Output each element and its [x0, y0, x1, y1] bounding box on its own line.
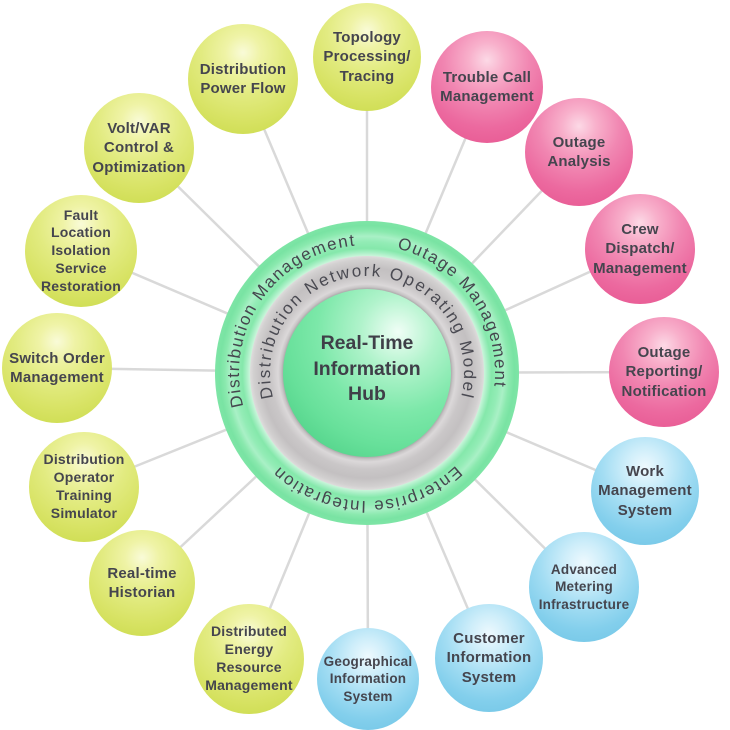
- bubble-label: Distribution Power Flow: [199, 60, 287, 97]
- bubble-topology-processing-tracing: Topology Processing/ Tracing: [313, 3, 421, 111]
- bubble-label: Distributed Energy Resource Management: [205, 623, 293, 693]
- bubble-label: Outage Analysis: [547, 133, 611, 170]
- bubble-label: Real-time Historian: [107, 564, 177, 601]
- bubble-label: Trouble Call Management: [440, 68, 534, 105]
- bubble-label: Customer Information System: [446, 630, 532, 686]
- bubble-label: Advanced Metering Infrastructure: [538, 562, 630, 612]
- bubble-distribution-power-flow: Distribution Power Flow: [188, 24, 298, 134]
- bubble-label: Crew Dispatch/ Management: [593, 221, 687, 277]
- bubble-outage-analysis: Outage Analysis: [525, 98, 633, 206]
- hub-sphere: [283, 289, 451, 457]
- hub-title: Real-Time Information Hub: [313, 332, 421, 406]
- bubble-fault-location-isolation-service-restoration: Fault Location Isolation Service Restora…: [25, 195, 137, 307]
- bubble-work-management-system: Work Management System: [591, 437, 699, 545]
- bubble-distributed-energy-resource-management: Distributed Energy Resource Management: [194, 604, 304, 714]
- bubble-outage-reporting-notification: Outage Reporting/ Notification: [609, 317, 719, 427]
- bubble-volt-var-control-optimization: Volt/VAR Control & Optimization: [84, 93, 194, 203]
- bubble-label: Work Management System: [598, 463, 692, 519]
- bubble-label: Volt/VAR Control & Optimization: [92, 120, 186, 176]
- bubble-advanced-metering-infrastructure: Advanced Metering Infrastructure: [529, 532, 639, 642]
- bubble-label: Topology Processing/ Tracing: [323, 29, 411, 85]
- bubble-trouble-call-management: Trouble Call Management: [431, 31, 543, 143]
- bubble-label: Distribution Operator Training Simulator: [43, 451, 125, 521]
- bubble-label: Switch Order Management: [9, 349, 105, 386]
- bubble-geographical-information-system: Geographical Information System: [317, 628, 419, 730]
- bubble-label: Geographical Information System: [323, 654, 413, 704]
- bubble-label: Fault Location Isolation Service Restora…: [41, 206, 121, 294]
- bubble-switch-order-management: Switch Order Management: [2, 313, 112, 423]
- bubble-real-time-historian: Real-time Historian: [89, 530, 195, 636]
- bubble-crew-dispatch-management: Crew Dispatch/ Management: [585, 194, 695, 304]
- bubble-distribution-operator-training-simulator: Distribution Operator Training Simulator: [29, 432, 139, 542]
- bubble-customer-information-system: Customer Information System: [435, 604, 543, 712]
- bubble-label: Outage Reporting/ Notification: [621, 344, 707, 400]
